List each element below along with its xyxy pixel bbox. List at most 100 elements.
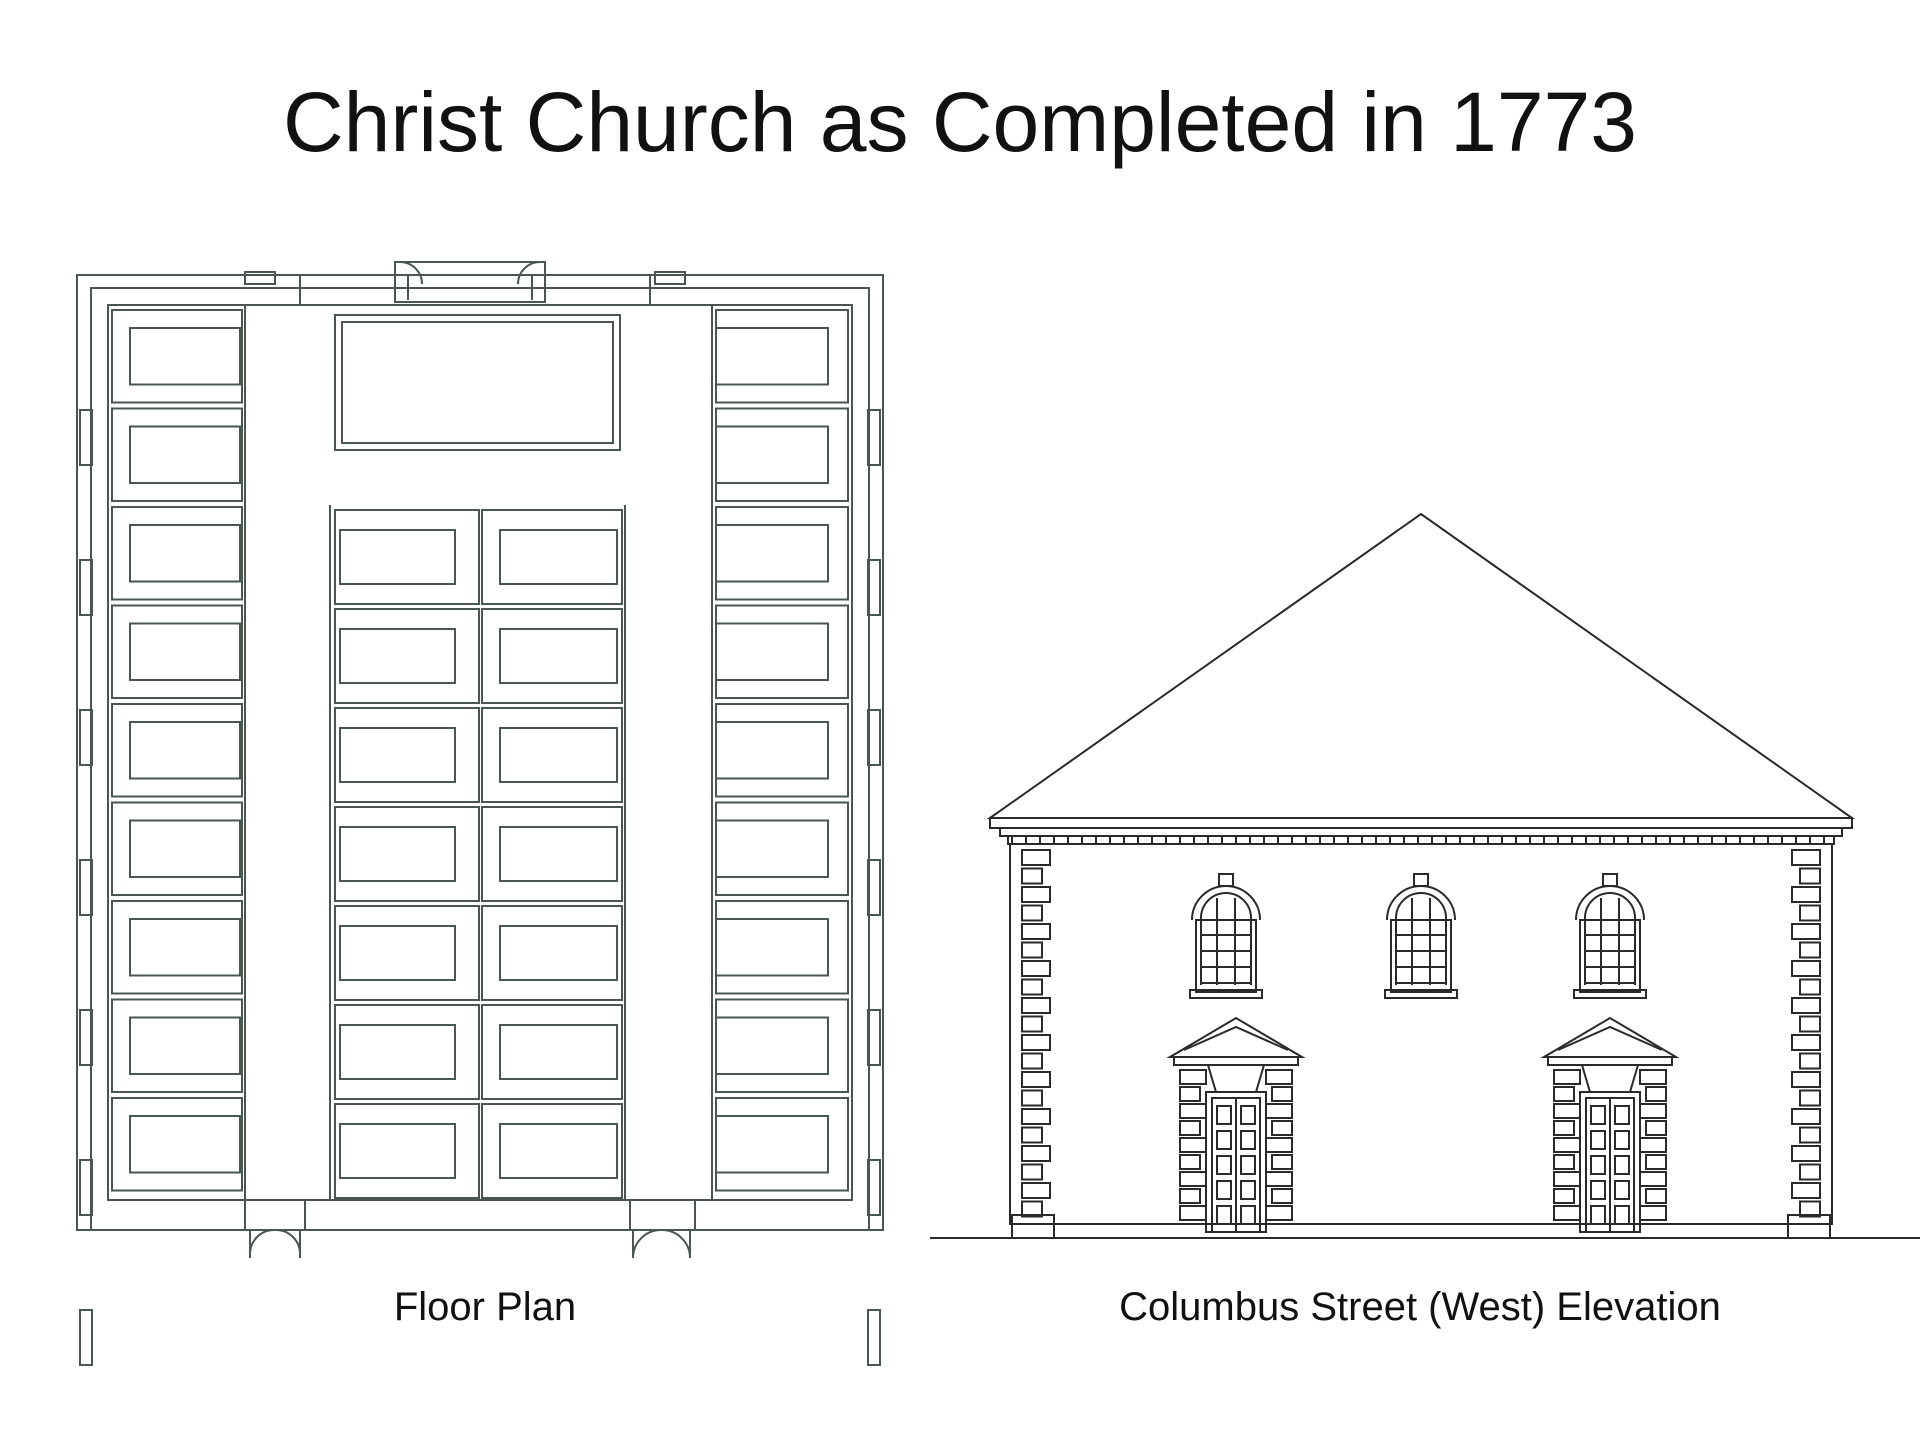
elevation-caption: Columbus Street (West) Elevation <box>1119 1285 1721 1329</box>
left-pew-bench <box>130 1018 240 1075</box>
door-rustication-left <box>1180 1155 1200 1169</box>
door-panel <box>1217 1131 1231 1149</box>
south-right-door-swing-b <box>662 1230 690 1258</box>
door-pediment-inner <box>1184 1027 1288 1050</box>
left-quoin <box>1022 924 1050 939</box>
left-quoin <box>1022 1054 1042 1069</box>
gable-roof <box>990 514 1852 818</box>
left-box-pew <box>112 901 242 994</box>
door-rustication-left <box>1554 1172 1580 1186</box>
right-quoin <box>1792 924 1820 939</box>
left-quoin <box>1022 1017 1042 1032</box>
door-panel <box>1615 1106 1629 1124</box>
door-rustication-left <box>1554 1087 1574 1101</box>
door-rustication-left <box>1554 1104 1580 1118</box>
door-keystone-lintel <box>1208 1065 1264 1092</box>
center-left-pew <box>335 1104 479 1198</box>
door-rustication-right <box>1640 1138 1666 1152</box>
left-box-pew <box>112 1000 242 1093</box>
left-quoin <box>1022 850 1050 865</box>
door-panel <box>1217 1156 1231 1174</box>
right-pew-bench <box>716 1116 828 1173</box>
center-left-pew <box>335 807 479 901</box>
right-quoin <box>1800 1054 1820 1069</box>
left-pew-bench <box>130 1116 240 1173</box>
east-wall-pier <box>868 1010 880 1065</box>
window-frame <box>1580 920 1640 992</box>
door-panel <box>1217 1106 1231 1124</box>
left-pew-bench <box>130 722 240 779</box>
door-rustication-left <box>1180 1121 1200 1135</box>
right-quoin <box>1800 943 1820 958</box>
center-left-pew <box>335 708 479 802</box>
left-pew-bench <box>130 919 240 976</box>
right-pew-bench <box>716 722 828 779</box>
right-quoin <box>1792 1109 1820 1124</box>
right-pew-bench <box>716 1018 828 1075</box>
right-pew-bench <box>716 919 828 976</box>
west-wall-pier <box>80 860 92 915</box>
door-panel <box>1591 1206 1605 1224</box>
left-pew-bench <box>130 427 240 484</box>
door-panel <box>1615 1206 1629 1224</box>
door-panel <box>1615 1181 1629 1199</box>
door-rustication-right <box>1640 1172 1666 1186</box>
vestibule-door-frame <box>395 262 545 302</box>
left-box-pew <box>112 1098 242 1191</box>
facade-wall <box>1010 844 1832 1224</box>
door-entablature <box>1548 1057 1672 1065</box>
right-quoin <box>1800 1202 1820 1217</box>
window-frame <box>1196 920 1256 992</box>
east-wall-pier <box>868 560 880 615</box>
left-quoin <box>1022 1091 1042 1106</box>
door-rustication-left <box>1554 1138 1580 1152</box>
left-quoin <box>1022 1146 1050 1161</box>
right-quoin <box>1792 961 1820 976</box>
left-quoin <box>1022 1128 1042 1143</box>
left-quoin <box>1022 943 1042 958</box>
center-left-pew <box>335 1005 479 1099</box>
door-pediment-inner <box>1558 1027 1662 1050</box>
window-keystone <box>1603 874 1617 886</box>
right-quoin <box>1792 998 1820 1013</box>
door-keystone-lintel <box>1582 1065 1638 1092</box>
door-panel <box>1217 1181 1231 1199</box>
west-wall-pier <box>80 1310 92 1365</box>
door-rustication-right <box>1646 1087 1666 1101</box>
right-pew-bench <box>716 821 828 878</box>
left-quoin <box>1022 1202 1042 1217</box>
left-box-pew <box>112 704 242 797</box>
window-frame <box>1391 920 1451 992</box>
right-quoin <box>1800 1165 1820 1180</box>
door-rustication-left <box>1180 1138 1206 1152</box>
door-rustication-right <box>1272 1087 1292 1101</box>
east-wall-pier <box>868 860 880 915</box>
window-arch-surround <box>1576 886 1644 920</box>
north-door-swing-left <box>400 262 422 284</box>
door-rustication-right <box>1646 1155 1666 1169</box>
north-pilaster-right <box>655 272 685 284</box>
center-right-pew <box>482 510 622 604</box>
right-pew-bench <box>716 328 828 385</box>
left-quoin <box>1022 1165 1042 1180</box>
door-panel <box>1241 1206 1255 1224</box>
door-panel <box>1591 1156 1605 1174</box>
center-right-pew <box>482 609 622 703</box>
left-quoin <box>1022 1183 1050 1198</box>
center-left-pew-bench <box>340 1025 455 1079</box>
center-right-pew <box>482 906 622 1000</box>
north-vestibule <box>300 275 650 305</box>
center-right-pew <box>482 1005 622 1099</box>
south-left-door-swing-a <box>250 1230 274 1255</box>
right-quoin <box>1792 1146 1820 1161</box>
door-panel <box>1591 1106 1605 1124</box>
floor-plan-caption: Floor Plan <box>393 1285 577 1329</box>
door-rustication-left <box>1554 1206 1580 1220</box>
center-right-pew-bench <box>500 728 617 782</box>
center-right-pew-bench <box>500 1124 617 1178</box>
left-quoin <box>1022 887 1050 902</box>
window-fanlight <box>1585 893 1635 918</box>
left-quoin <box>1022 906 1042 921</box>
door-rustication-left <box>1180 1087 1200 1101</box>
